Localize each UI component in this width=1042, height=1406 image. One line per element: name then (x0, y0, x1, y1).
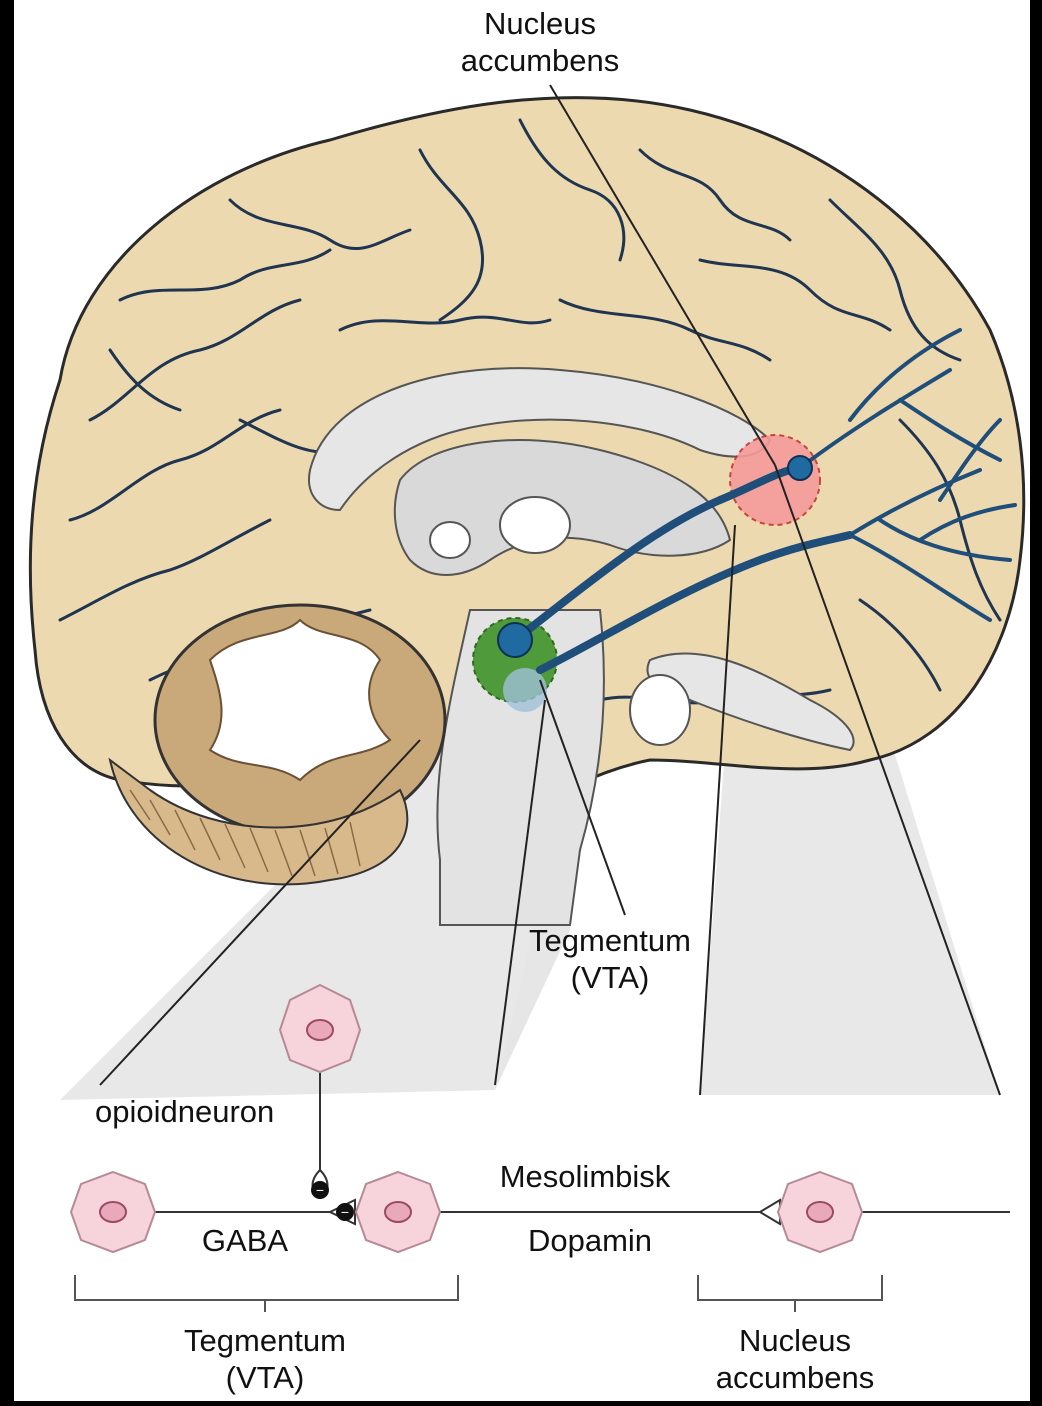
vta-overlap (503, 668, 547, 712)
label-tegmentum-bottom: Tegmentum (VTA) (150, 1322, 380, 1396)
nucleus-accumbens-region (730, 435, 820, 525)
ventricle-opening (500, 497, 570, 553)
accumbens-neuron-dot (788, 456, 812, 480)
small-opening (430, 522, 470, 558)
opioid-neuron-cell (280, 985, 360, 1072)
svg-text:−: − (316, 1182, 324, 1198)
vta-neuron-dot (498, 623, 532, 657)
temporal-opening (630, 675, 690, 745)
label-top-nucleus: Nucleus accumbens (440, 5, 640, 79)
label-nucleus-bottom: Nucleus accumbens (680, 1322, 910, 1396)
svg-text:−: − (341, 1204, 349, 1220)
label-gaba: GABA (180, 1222, 310, 1259)
label-opioidneuron: opioidneuron (95, 1093, 325, 1130)
accumbens-neuron-cell (778, 1172, 862, 1252)
gaba-neuron-cell (71, 1172, 155, 1252)
label-mesolimbisk: Mesolimbisk (470, 1158, 700, 1195)
label-dopamin: Dopamin (490, 1222, 690, 1259)
dopamine-neuron-cell (356, 1172, 440, 1252)
label-tegmentum-mid: Tegmentum (VTA) (510, 922, 710, 996)
